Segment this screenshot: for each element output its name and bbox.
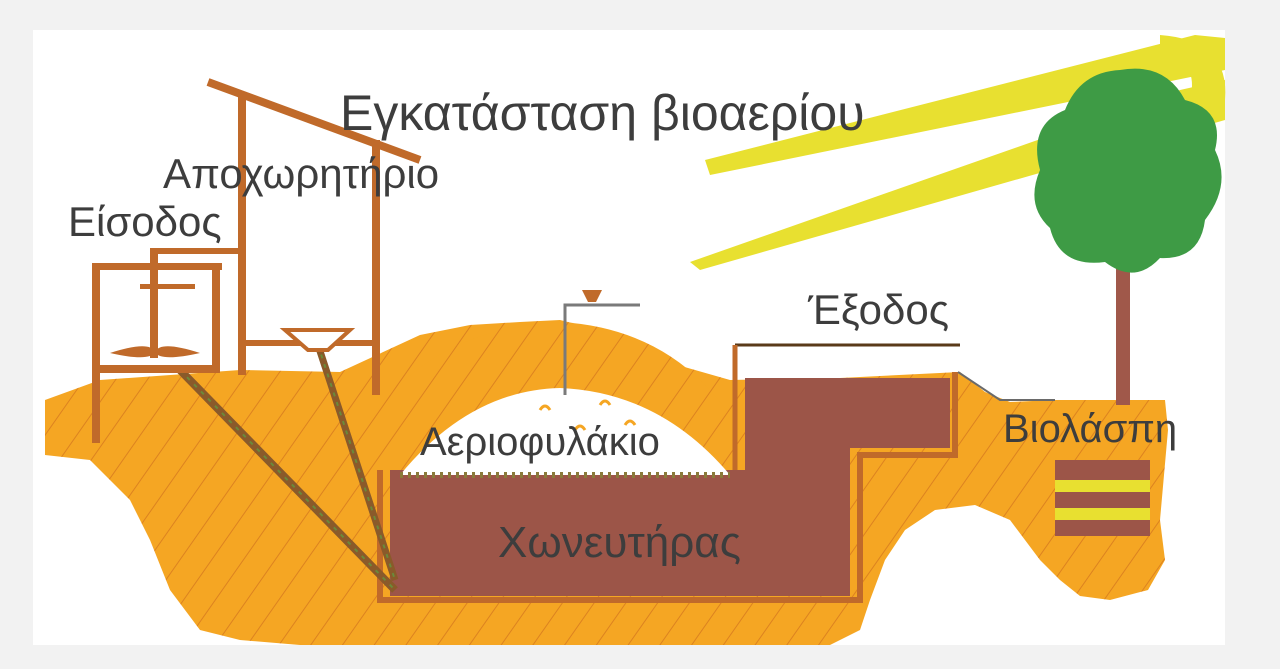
inlet-structure — [92, 248, 399, 593]
inlet-crossbar — [140, 284, 195, 289]
inlet-box-post-left — [92, 263, 100, 443]
sun-glow — [1160, 35, 1226, 100]
label-gasholder: Αεριοφυλάκιο — [420, 420, 660, 464]
latrine-post-left — [238, 95, 246, 375]
sludge-layer-4 — [1055, 508, 1150, 520]
label-outlet: Έξοδος — [807, 286, 949, 333]
sludge-pit — [1055, 460, 1150, 536]
latrine-toilet — [279, 328, 356, 352]
inlet-pipe-inner — [179, 369, 396, 591]
gas-holder — [400, 290, 730, 478]
latrine-structure — [206, 78, 422, 395]
outlet-chamber-step — [745, 440, 850, 475]
gas-bubbles — [538, 399, 637, 431]
sun-ray-upper — [705, 35, 1225, 175]
sludge-layer-1 — [1055, 460, 1150, 480]
sludge-layer-3 — [1055, 492, 1150, 508]
label-sludge: Βιολάσπη — [1003, 407, 1177, 451]
digester-lower — [390, 470, 850, 596]
gas-holder-space — [400, 388, 730, 475]
outlet-chamber-slurry — [745, 378, 950, 448]
sludge-layer-2 — [1055, 480, 1150, 492]
inlet-box-bottom — [100, 365, 220, 373]
tree-trunk — [1116, 260, 1130, 405]
gas-pipe — [563, 303, 640, 395]
latrine-pipe-inner — [317, 344, 396, 581]
inlet-plunger-handle — [158, 248, 238, 254]
label-digester: Χωνευτήρας — [498, 518, 741, 567]
label-inlet: Είσοδος — [68, 198, 222, 245]
outlet-pipe — [957, 371, 1055, 401]
sludge-layer-5 — [1055, 520, 1150, 536]
tree — [1034, 68, 1222, 405]
gas-valve — [582, 290, 602, 302]
inlet-plunger — [150, 248, 158, 358]
label-latrine: Αποχωρητήριο — [163, 150, 439, 197]
tree-foliage — [1034, 68, 1222, 273]
inlet-mixer — [110, 346, 200, 358]
digester — [377, 343, 1055, 603]
inlet-box-post-right — [212, 263, 220, 371]
diagram-title: Εγκατάσταση βιοαερίου — [340, 85, 865, 141]
latrine-post-right — [372, 140, 380, 395]
